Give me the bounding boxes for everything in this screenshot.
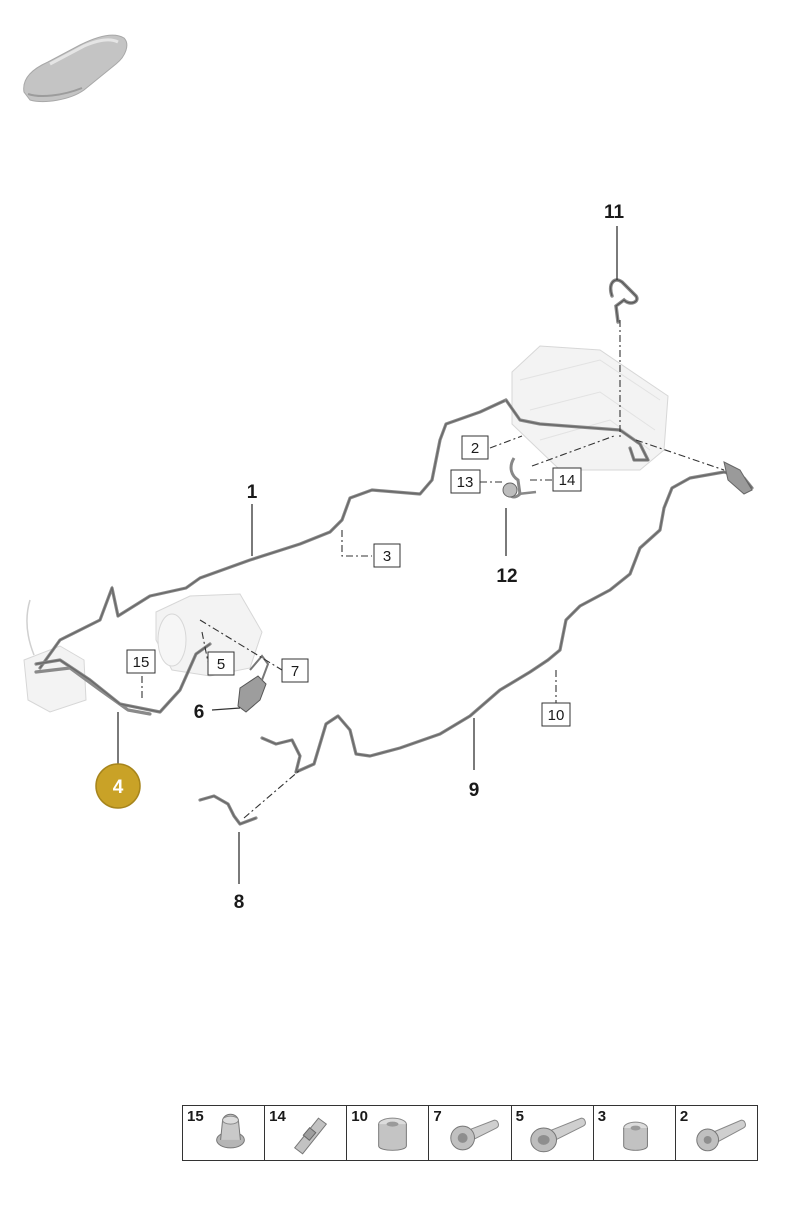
- part-number: 10: [351, 1108, 368, 1125]
- callout-box-3: 3: [373, 543, 401, 568]
- callout-14: 14: [559, 472, 576, 489]
- callout-3: 3: [383, 548, 391, 565]
- callout-box-5: 5: [207, 651, 235, 676]
- callout-11: 11: [604, 202, 625, 223]
- hose-11: [609, 278, 639, 324]
- torx-bolt-icon: [450, 1119, 500, 1151]
- part-number: 14: [269, 1108, 286, 1125]
- parts-table: 15 14 10 7 5: [182, 1105, 758, 1161]
- part-number: 15: [187, 1108, 204, 1125]
- callout-10: 10: [548, 707, 565, 724]
- cable-harness-1: [38, 398, 650, 670]
- callout-9: 9: [469, 780, 480, 801]
- cable-harness-4: [34, 642, 212, 716]
- callout-box-7: 7: [281, 658, 309, 683]
- cable-tie-icon: [294, 1117, 328, 1155]
- callout-8: 8: [234, 892, 245, 913]
- callout-7: 7: [291, 663, 299, 680]
- callout-box-15: 15: [126, 649, 156, 674]
- part-number: 3: [597, 1108, 607, 1125]
- highlighted-callout-4[interactable]: 4: [95, 763, 141, 809]
- left-unit-ghost: [23, 599, 87, 713]
- callout-box-10: 10: [541, 702, 571, 727]
- callout-13: 13: [457, 474, 474, 491]
- cable-harness-8: [198, 794, 258, 826]
- callout-1: 1: [247, 482, 258, 503]
- callout-12: 12: [496, 566, 517, 587]
- callout-15: 15: [133, 654, 150, 671]
- parts-table-cell-2[interactable]: 2: [674, 1106, 757, 1160]
- callout-box-13: 13: [450, 469, 481, 494]
- parts-table-cell-5[interactable]: 5: [510, 1106, 593, 1160]
- callout-5: 5: [217, 656, 225, 673]
- callout-4: 4: [113, 777, 124, 798]
- part-number: 5: [515, 1108, 524, 1125]
- connector-12: [502, 457, 537, 499]
- callout-2: 2: [471, 440, 479, 457]
- parts-table-cell-3[interactable]: 3: [592, 1106, 675, 1160]
- vehicle-thumbnail-icon: [23, 34, 128, 103]
- hex-nut-icon: [622, 1121, 648, 1151]
- parts-table-cell-14[interactable]: 14: [264, 1106, 346, 1160]
- callout-box-2: 2: [461, 435, 489, 460]
- cable-harness-9: [260, 461, 754, 774]
- callout-6: 6: [194, 702, 205, 723]
- clip-icon: [216, 1113, 245, 1149]
- nut-icon: [378, 1117, 408, 1151]
- parts-table-cell-7[interactable]: 7: [428, 1106, 510, 1160]
- parts-table-cell-15[interactable]: 15: [183, 1106, 264, 1160]
- part-number: 7: [433, 1108, 442, 1125]
- bolt-icon: [696, 1119, 746, 1152]
- parts-table-cell-10[interactable]: 10: [346, 1106, 428, 1160]
- motor-housing-ghost: [155, 593, 263, 677]
- flange-bolt-icon: [529, 1117, 586, 1153]
- callout-box-14: 14: [552, 467, 582, 492]
- part-number: 2: [679, 1108, 689, 1125]
